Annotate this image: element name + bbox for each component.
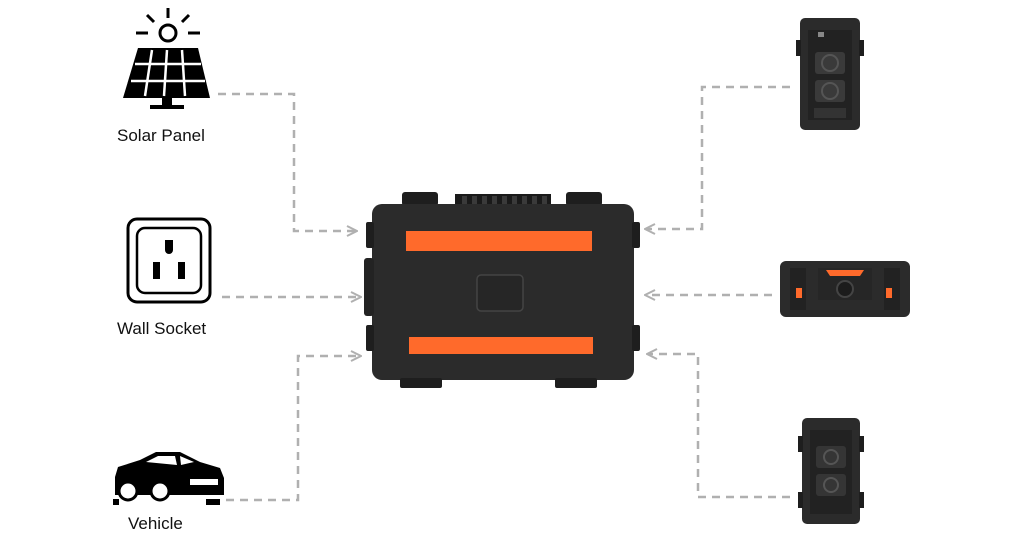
- battery-unit-top-icon: [780, 261, 910, 317]
- battery-unit-side-icon: [796, 18, 864, 130]
- car-icon: [113, 452, 224, 505]
- connector-output-top: [646, 85, 790, 229]
- power-station-case-icon: [364, 192, 640, 388]
- solar-panel-icon: [123, 8, 210, 109]
- wall-socket-label: Wall Socket: [117, 319, 207, 338]
- connector-solar: [218, 92, 356, 231]
- connectors: [218, 85, 790, 502]
- connector-vehicle: [226, 356, 360, 502]
- solar-panel-label: Solar Panel: [117, 126, 205, 145]
- battery-unit-front-icon: [798, 418, 864, 524]
- vehicle-label: Vehicle: [128, 514, 183, 533]
- connector-output-bottom: [648, 354, 790, 499]
- wall-socket-icon: [126, 217, 212, 304]
